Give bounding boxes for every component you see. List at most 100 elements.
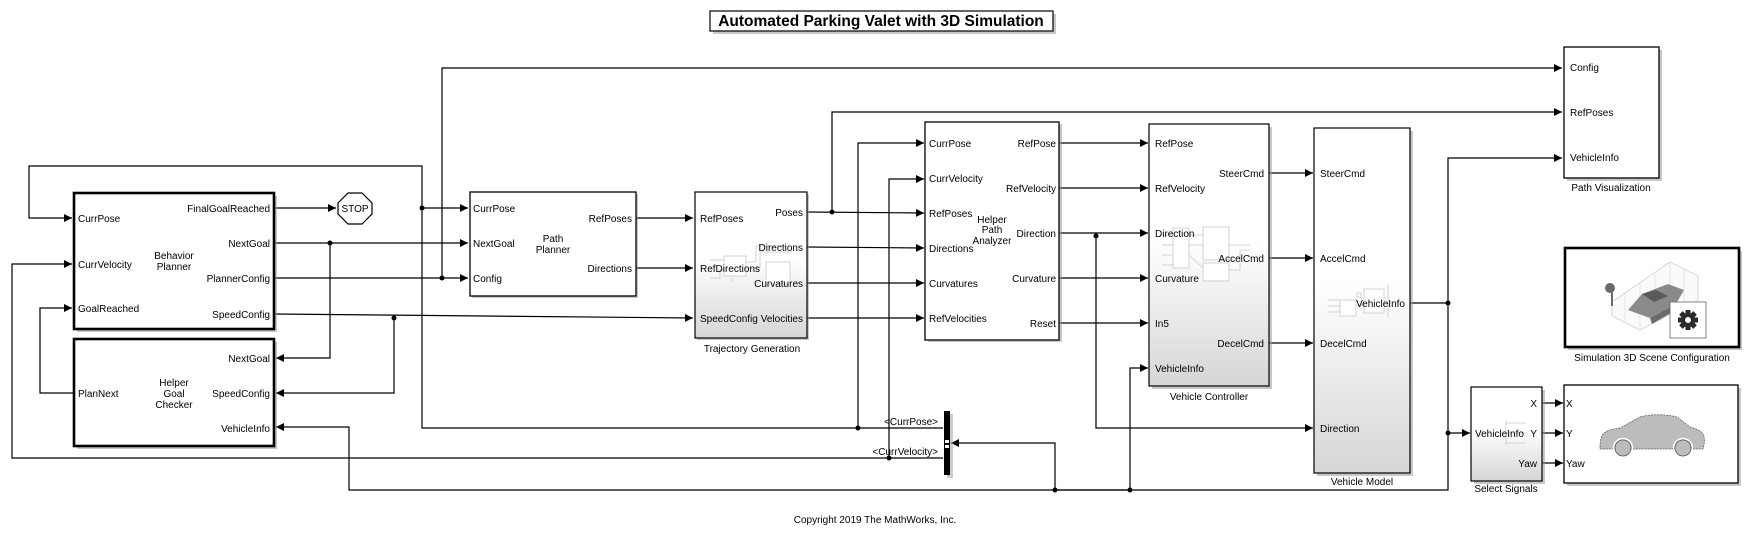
port-y: Y: [1566, 429, 1573, 440]
port-vehicleinfo: VehicleInfo: [1356, 299, 1405, 310]
block-name-line: Planner: [536, 245, 571, 256]
port-refposes: RefPoses: [929, 209, 972, 220]
signal-label-currvelocity: <CurrVelocity>: [872, 447, 938, 458]
wire-currvelocity-feedback: [11, 260, 943, 459]
port-velocities: Velocities: [761, 314, 803, 325]
port-currvelocity: CurrVelocity: [78, 260, 132, 271]
stop-label: STOP: [341, 204, 368, 215]
port-in5: In5: [1155, 319, 1169, 330]
port-goalreached: GoalReached: [78, 304, 139, 315]
wire-currpose-feedback: [28, 165, 423, 222]
copyright-text: Copyright 2019 The MathWorks, Inc.: [794, 515, 957, 526]
wire-config-pathvis: [441, 64, 1562, 278]
signal-lines: [11, 64, 1563, 493]
wire-direction-model: [1095, 236, 1313, 432]
block-name-line: Helper: [159, 378, 189, 389]
block-name-line: Path: [982, 225, 1003, 236]
stop-block[interactable]: STOP: [337, 192, 373, 225]
port-decelcmd: DecelCmd: [1320, 339, 1367, 350]
wire-nextgoal-checker: [276, 243, 331, 362]
port-directions: Directions: [759, 243, 803, 254]
port-direction: Direction: [1155, 229, 1194, 240]
port-directions: Directions: [929, 244, 973, 255]
port-finalgoalreached: FinalGoalReached: [187, 204, 270, 215]
port-refvelocities: RefVelocities: [929, 314, 987, 325]
port-refdirections: RefDirections: [700, 264, 760, 275]
port-vehicleinfo: VehicleInfo: [1475, 429, 1524, 440]
wire-poses: [805, 208, 925, 217]
port-refposes: RefPoses: [1570, 108, 1613, 119]
simulation-3d-vehicle-block[interactable]: X Y Yaw: [1563, 384, 1741, 486]
port-curvature: Curvature: [1155, 274, 1199, 285]
port-nextgoal: NextGoal: [228, 354, 270, 365]
wire-speedconfig: [273, 313, 694, 322]
port-vehicleinfo: VehicleInfo: [1570, 153, 1619, 164]
wire-currpose-bus: [421, 208, 943, 429]
port-vehicleinfo: VehicleInfo: [221, 424, 270, 435]
port-config: Config: [1570, 63, 1599, 74]
model-title: Automated Parking Valet with 3D Simulati…: [709, 10, 1056, 34]
wire-traj-directions: [805, 243, 925, 252]
wire-bus-currpose: [857, 139, 924, 428]
port-vehicleinfo: VehicleInfo: [1155, 364, 1204, 375]
goal-checker-block[interactable]: PlanNext NextGoal SpeedConfig VehicleInf…: [72, 337, 277, 449]
select-signals-block[interactable]: VehicleInfo X Y Yaw Select Signals: [1470, 386, 1545, 495]
port-speedconfig: SpeedConfig: [700, 314, 758, 325]
trajectory-generation-block[interactable]: RefPoses RefDirections SpeedConfig Poses…: [694, 191, 809, 355]
port-decelcmd: DecelCmd: [1217, 339, 1264, 350]
port-steercmd: SteerCmd: [1219, 169, 1264, 180]
port-plannext: PlanNext: [78, 389, 119, 400]
port-accelcmd: AccelCmd: [1320, 254, 1366, 265]
wire-plannext-goalreached: [39, 304, 74, 394]
block-label: Simulation 3D Scene Configuration: [1574, 353, 1730, 364]
scene-config-block[interactable]: Simulation 3D Scene Configuration: [1563, 246, 1742, 364]
port-refposes: RefPoses: [589, 214, 632, 225]
wire-vehicleinfo-pathvis: [1447, 154, 1562, 303]
block-name-line: Goal: [163, 389, 184, 400]
path-visualization-block[interactable]: Config RefPoses VehicleInfo Path Visuali…: [1563, 46, 1662, 194]
port-direction: Direction: [1320, 424, 1359, 435]
port-x: X: [1566, 399, 1573, 410]
port-refvelocity: RefVelocity: [1155, 184, 1205, 195]
port-refvelocity: RefVelocity: [1006, 184, 1056, 195]
path-analyzer-block[interactable]: CurrPose CurrVelocity RefPoses Direction…: [924, 121, 1062, 342]
port-nextgoal: NextGoal: [473, 239, 515, 250]
wire-bus-currvelocity: [888, 175, 924, 458]
block-name-line: Path: [543, 234, 564, 245]
block-label: Vehicle Controller: [1170, 392, 1249, 403]
port-speedconfig: SpeedConfig: [212, 389, 270, 400]
gear-icon: [1678, 310, 1698, 330]
wire-vehicleinfo-bottom: [1055, 303, 1449, 491]
port-direction: Direction: [1017, 229, 1056, 240]
car-icon: [1599, 414, 1705, 459]
vehicle-controller-block[interactable]: RefPose RefVelocity Direction Curvature …: [1148, 123, 1272, 403]
wire-poses-pathvis: [831, 108, 1562, 212]
wire-vehicleinfo-checker: [276, 423, 1130, 491]
block-label: Trajectory Generation: [704, 344, 800, 355]
block-name-line: Planner: [157, 262, 192, 273]
port-accelcmd: AccelCmd: [1218, 254, 1264, 265]
port-y: Y: [1530, 429, 1537, 440]
port-curvature: Curvature: [1012, 274, 1056, 285]
port-refposes: RefPoses: [700, 214, 743, 225]
vehicle-model-block[interactable]: SteerCmd AccelCmd DecelCmd Direction Veh…: [1313, 127, 1413, 488]
port-curvatures: Curvatures: [929, 279, 978, 290]
bus-selector-block[interactable]: <CurrPose> <CurrVelocity>: [872, 411, 953, 478]
port-poses: Poses: [775, 208, 803, 219]
block-label: Select Signals: [1474, 484, 1537, 495]
title-text: Automated Parking Valet with 3D Simulati…: [718, 13, 1044, 30]
port-currpose: CurrPose: [78, 214, 121, 225]
port-steercmd: SteerCmd: [1320, 169, 1365, 180]
subsystem-preview-icon: [1162, 226, 1250, 282]
path-planner-block[interactable]: CurrPose NextGoal Config RefPoses Direct…: [469, 191, 638, 298]
port-nextgoal: NextGoal: [228, 239, 270, 250]
behavior-planner-block[interactable]: CurrPose CurrVelocity GoalReached FinalG…: [72, 191, 277, 332]
block-name-line: Behavior: [154, 251, 194, 262]
port-directions: Directions: [588, 264, 632, 275]
port-speedconfig: SpeedConfig: [212, 310, 270, 321]
wire-vehicleinfo-bus: [951, 439, 1056, 490]
block-label: Vehicle Model: [1331, 477, 1393, 488]
subsystem-preview-icon: [1328, 284, 1389, 318]
parking-scene-icon: [1605, 261, 1707, 339]
